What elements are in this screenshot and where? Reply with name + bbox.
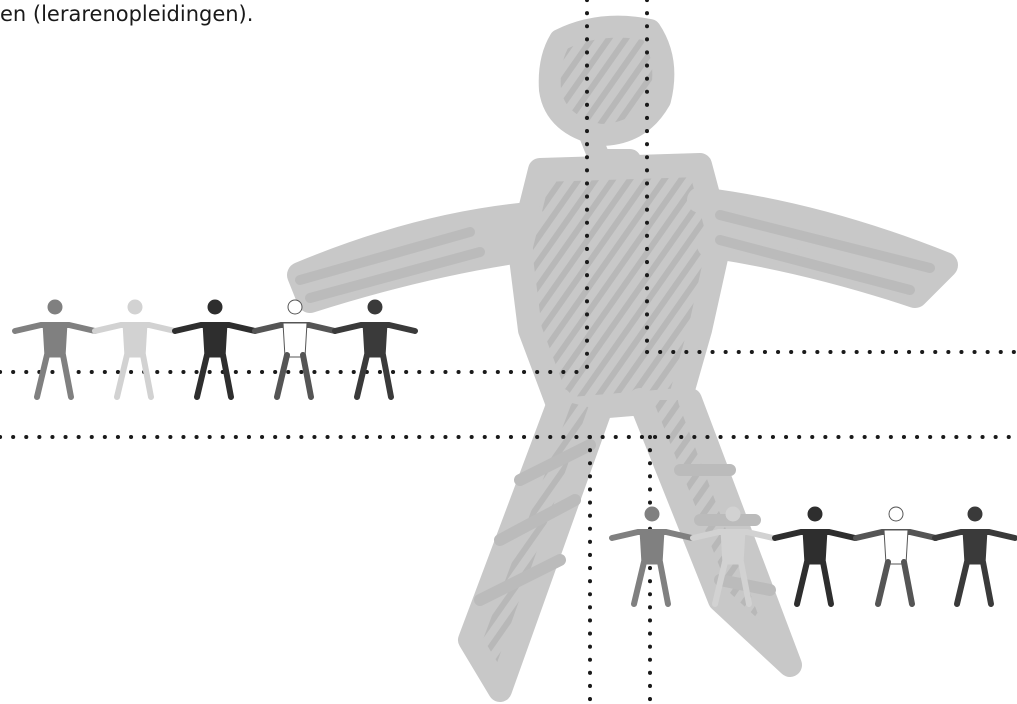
figures-row-right [612,507,1015,604]
caption-text: en (lerarenopleidingen). [0,2,254,26]
figures-row-left [15,300,415,397]
person-figure-icon [335,300,415,397]
large-figure [287,15,958,702]
person-figure-icon [935,507,1015,604]
person-figure-icon [95,300,175,397]
person-figure-icon [175,300,255,397]
person-figure-icon [15,300,95,397]
person-figure-icon [255,300,335,397]
person-figure-icon [775,507,855,604]
person-figure-icon [856,507,936,604]
